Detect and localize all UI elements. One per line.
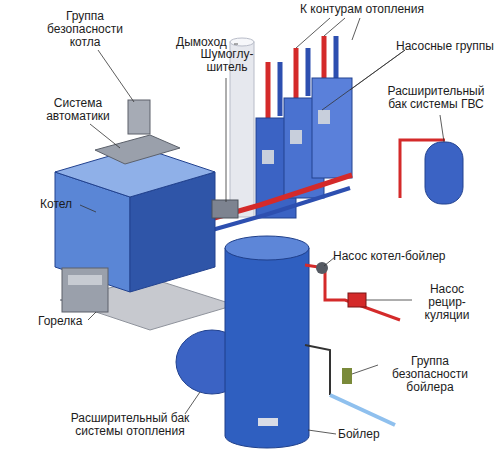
pump-gauge xyxy=(262,150,274,164)
pump-gauge xyxy=(318,110,330,124)
callout-label: Группа безопасности бойлера xyxy=(375,355,485,394)
leader-line xyxy=(308,430,336,434)
pump-gauge xyxy=(290,130,302,144)
callout-label: Котел xyxy=(40,198,90,211)
callout-label: Шумоглу- шитель xyxy=(198,48,256,74)
callout-label: Насос котел-бойлер xyxy=(333,250,473,263)
water-heater-body xyxy=(225,248,309,448)
callout-label: Насосные группы xyxy=(396,40,500,53)
burner xyxy=(62,268,108,312)
callout-label: Горелка xyxy=(38,315,98,328)
leader-line xyxy=(296,18,360,48)
heater-safety-valve xyxy=(342,368,352,384)
leader-line xyxy=(352,365,378,374)
callout-label: К контурам отопления xyxy=(292,3,432,16)
callout-label: Насос рецир- куляции xyxy=(412,283,482,322)
supply-pipe xyxy=(200,175,352,222)
connection-pipe xyxy=(305,345,330,395)
callout-label: Бойлер xyxy=(338,428,398,441)
leader-line xyxy=(185,392,200,414)
leader-line xyxy=(88,312,96,320)
automation-panel xyxy=(95,135,180,164)
cold-water-pipe xyxy=(330,395,395,425)
silencer xyxy=(212,200,238,218)
callout-label: Расширительный бак системы отопления xyxy=(55,412,205,438)
callout-label: Группа безопасности котла xyxy=(40,10,130,49)
leader-line xyxy=(226,78,227,202)
leader-line xyxy=(366,300,412,301)
callout-label: Расширительный бак системы ГВС xyxy=(380,85,492,111)
safety-group xyxy=(128,100,150,134)
burner-detail xyxy=(68,275,102,285)
callout-label: Система автоматики xyxy=(38,97,118,123)
leader-lines xyxy=(80,18,444,434)
leader-line xyxy=(98,50,134,102)
recirculation-pump xyxy=(348,293,366,307)
water-heater-badge xyxy=(258,418,278,426)
return-pipe xyxy=(205,188,350,232)
leader-line xyxy=(80,205,96,212)
chimney-top xyxy=(230,38,254,46)
leader-line xyxy=(440,115,444,142)
water-heater-top xyxy=(225,236,309,260)
dhw-expansion-tank xyxy=(425,142,463,204)
leader-line xyxy=(90,124,120,148)
leader-line xyxy=(234,44,238,45)
